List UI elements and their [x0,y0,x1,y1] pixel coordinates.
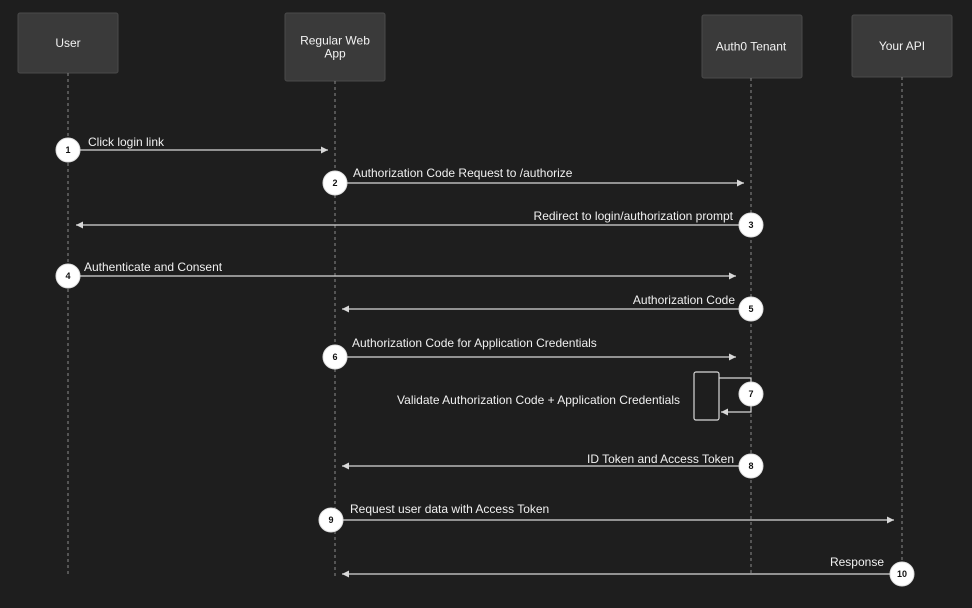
message-step-6: Authorization Code for Application Crede… [322,336,736,370]
step-badge [738,296,764,322]
actor-auth0: Auth0 Tenant [701,14,803,79]
step-number: 8 [748,461,753,471]
step-badge [738,453,764,479]
message-label: Authorization Code for Application Crede… [352,336,597,350]
actor-label-user: User [55,36,80,50]
message-label: Authorization Code Request to /authorize [353,166,573,180]
actor-label-auth0: Auth0 Tenant [716,40,787,54]
actor-label-webapp: Regular Web [300,34,370,48]
step-number: 7 [748,389,753,399]
message-label: Click login link [88,135,165,149]
message-step-10: Response 10 [342,555,915,587]
message-label: ID Token and Access Token [587,452,734,466]
message-step-1: Click login link 1 [55,135,328,163]
message-label: Redirect to login/authorization prompt [534,209,734,223]
message-step-3: Redirect to login/authorization prompt 3 [76,209,764,238]
step-number: 10 [897,569,907,579]
step-number: 5 [748,304,753,314]
activation-box [693,371,720,421]
message-step-2: Authorization Code Request to /authorize… [322,166,744,196]
step-number: 3 [748,220,753,230]
step-badge [322,170,348,196]
actor-box-auth0 [701,14,803,79]
step-badge [738,212,764,238]
message-label: Request user data with Access Token [350,502,549,516]
actor-api: Your API [851,14,953,78]
step-badge [889,561,915,587]
actor-label-api: Your API [879,39,925,53]
actor-user: User [17,12,119,74]
actor-label-webapp: App [324,47,346,61]
message-label: Response [830,555,884,569]
step-badge [318,507,344,533]
message-step-8: ID Token and Access Token 8 [342,452,764,479]
step-number: 4 [65,271,70,281]
message-step-7: Validate Authorization Code + Applicatio… [397,371,764,421]
message-step-5: Authorization Code 5 [342,293,764,322]
step-number: 9 [328,515,333,525]
step-badge [322,344,348,370]
step-badge [55,263,81,289]
message-step-4: Authenticate and Consent 4 [55,260,736,289]
step-number: 1 [65,145,70,155]
step-badge [738,381,764,407]
message-label: Authenticate and Consent [84,260,223,274]
step-number: 2 [332,178,337,188]
message-label: Authorization Code [633,293,735,307]
message-step-9: Request user data with Access Token 9 [318,502,894,533]
message-label: Validate Authorization Code + Applicatio… [397,393,680,407]
step-number: 6 [332,352,337,362]
step-badge [55,137,81,163]
